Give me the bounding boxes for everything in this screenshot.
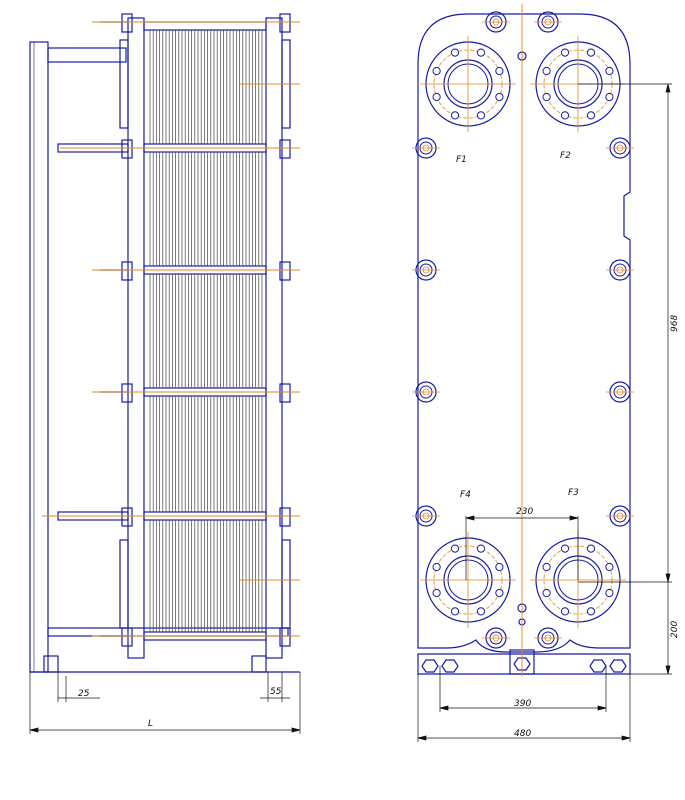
- flange-bolt-hole: [586, 48, 596, 57]
- front-view-dimensions: [417, 83, 672, 742]
- flange-bolt-hole: [495, 562, 504, 572]
- flange-bolt-hole: [476, 607, 486, 616]
- support-foot-left: [43, 655, 59, 673]
- port-label-f1: F1: [456, 155, 467, 165]
- flange-bolt-hole: [450, 607, 460, 616]
- clamp-bolts: [412, 11, 634, 649]
- flange-bolt-hole: [586, 607, 596, 616]
- port-bottom-right: [530, 532, 626, 628]
- flange-bolt-hole: [560, 544, 570, 553]
- dim-port-spacing-horizontal: 230: [516, 507, 533, 517]
- flange-bolt-hole: [495, 588, 504, 598]
- dim-foot-spacing: 390: [514, 699, 531, 709]
- foot-hole-right-2: [609, 659, 627, 673]
- nozzle-flange-bottom-left: [119, 539, 129, 629]
- clamp-bolt: [606, 381, 634, 403]
- flange-bolt-hole: [432, 66, 441, 76]
- clamp-bolt: [534, 627, 562, 649]
- clamp-bolt: [412, 381, 440, 403]
- frame-plate: [265, 17, 283, 659]
- support-column: [29, 41, 49, 673]
- flange-bolt-hole: [476, 48, 486, 57]
- dim-left-offset: 25: [78, 689, 90, 699]
- flange-bolt-hole: [560, 607, 570, 616]
- flange-bolt-hole: [542, 92, 551, 102]
- flange-bolt-hole: [605, 92, 614, 102]
- dim-port-height-from-base: 200: [670, 621, 680, 638]
- dim-port-spacing-vertical: 968: [670, 315, 680, 332]
- port-label-f2: F2: [560, 151, 571, 161]
- flange-bolt-hole: [605, 562, 614, 572]
- pressure-plate: [127, 17, 145, 659]
- clamp-bolt: [412, 137, 440, 159]
- flange-bolt-hole: [432, 588, 441, 598]
- flange-bolt-hole: [605, 588, 614, 598]
- plate-outline: [417, 13, 631, 653]
- clamp-bolt: [606, 505, 634, 527]
- upper-carrying-bar: [47, 47, 127, 63]
- clamp-bolt: [606, 137, 634, 159]
- flange-bolt-hole: [495, 92, 504, 102]
- port-label-f4: F4: [460, 490, 471, 500]
- nozzle-flange-top-left: [119, 39, 129, 129]
- tie-rods: [57, 21, 129, 637]
- support-foot-right: [251, 655, 267, 673]
- ports: [420, 36, 626, 628]
- clamp-bolt: [534, 11, 562, 33]
- clamp-bolt: [412, 505, 440, 527]
- side-view: [29, 13, 300, 673]
- flange-bolt-hole: [476, 111, 486, 120]
- flange-bolt-hole: [450, 544, 460, 553]
- side-view-dimensions: [29, 672, 301, 734]
- foot-hole-left-2: [441, 659, 459, 673]
- foot-hole-right: [589, 659, 607, 673]
- flange-bolt-hole: [542, 66, 551, 76]
- dim-overall-width: 480: [514, 729, 531, 739]
- flange-bolt-hole: [432, 562, 441, 572]
- flange-bolt-hole: [560, 111, 570, 120]
- clamp-bolt: [606, 259, 634, 281]
- flange-bolt-hole: [432, 92, 441, 102]
- dim-right-offset: 55: [270, 687, 282, 697]
- tie-rod-bands: [143, 21, 267, 641]
- nozzle-flange-bottom-right: [281, 539, 291, 629]
- flange-bolt-hole: [586, 111, 596, 120]
- flange-bolt-hole: [560, 48, 570, 57]
- flange-bolt-hole: [542, 588, 551, 598]
- port-bottom-left: [420, 532, 516, 628]
- flange-bolt-hole: [476, 544, 486, 553]
- flange-bolt-hole: [450, 48, 460, 57]
- port-top-left: [420, 36, 516, 132]
- side-view-centerlines: [42, 21, 300, 637]
- flange-bolt-hole: [450, 111, 460, 120]
- flange-bolt-hole: [542, 562, 551, 572]
- flange-bolt-hole: [605, 66, 614, 76]
- port-label-f3: F3: [568, 488, 579, 498]
- clamp-bolt: [482, 11, 510, 33]
- flange-bolt-hole: [586, 544, 596, 553]
- clamp-bolt: [482, 627, 510, 649]
- tie-bolt-nuts: [121, 13, 291, 647]
- dim-overall-length: L: [148, 719, 153, 729]
- flange-bolt-hole: [495, 66, 504, 76]
- plate-pack: [149, 30, 263, 632]
- clamp-bolt: [412, 259, 440, 281]
- foot-hole-left: [421, 659, 439, 673]
- plate-base: [417, 653, 631, 675]
